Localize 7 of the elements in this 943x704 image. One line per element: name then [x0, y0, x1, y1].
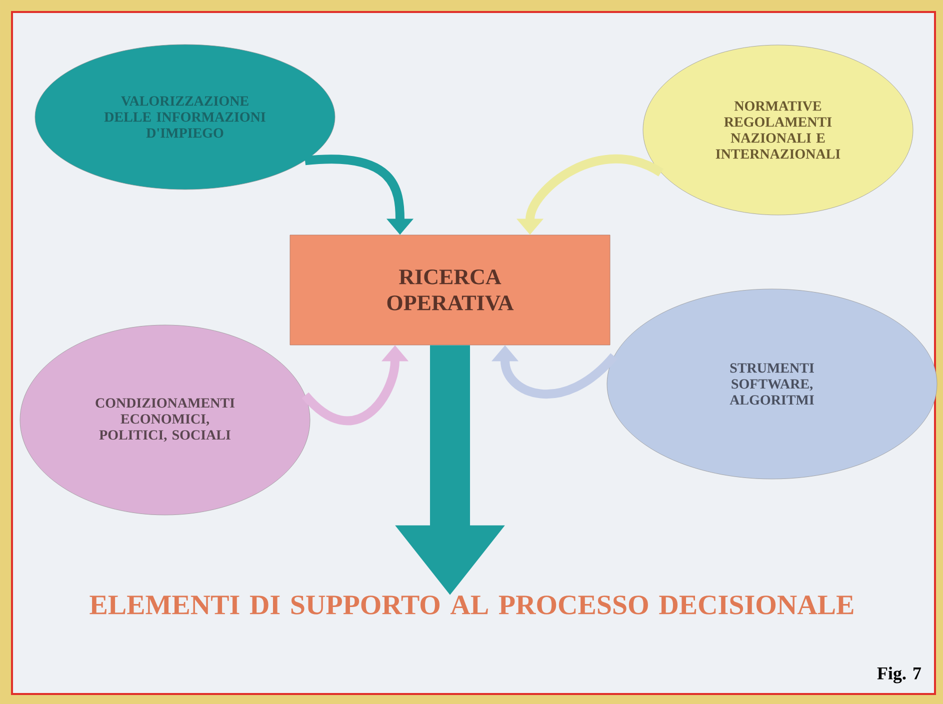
result-text: ELEMENTI DI SUPPORTO AL PROCESSO DECISIONALE — [90, 596, 854, 614]
figure-number: Fig. 7 — [877, 666, 922, 684]
ellipse-node: VALORIZZAZIONE DELLE INFORMAZIONI D'IMPIEGO — [34, 44, 336, 190]
ellipse-node: STRUMENTI SOFTWARE, ALGORITMI — [606, 288, 938, 480]
process-box: RICERCA OPERATIVA — [290, 234, 610, 346]
ellipse-node: CONDIZIONAMENTI ECONOMICI, POLITICI, SOCIALI — [20, 324, 310, 516]
ellipse-node: NORMATIVE REGOLAMENTI NAZIONALI E INTERNAZIONALI — [642, 44, 914, 216]
